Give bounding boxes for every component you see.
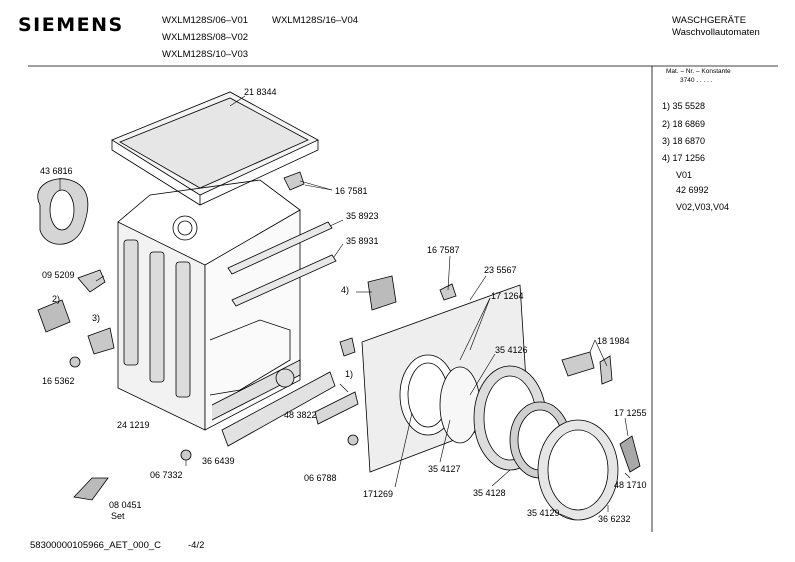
part-label: 24 1219 [117, 420, 150, 430]
model-number: WXLM128S/08–V02 [162, 32, 249, 43]
handle-part [619, 435, 641, 473]
fascia-part [221, 371, 359, 447]
leader-lines [59, 95, 631, 521]
model-number: WXLM128S/06–V01 [162, 15, 249, 26]
part-label: 18 1984 [597, 336, 630, 346]
part-label: 09 5209 [42, 270, 75, 280]
category-subtitle: Waschvollautomaten [672, 27, 760, 38]
legend-entry: 1) 35 5528 [662, 101, 706, 111]
document-id: 58300000105966_AET_000_C [30, 540, 162, 551]
callout-marker: 3) [92, 313, 101, 323]
diagram-frame [28, 65, 778, 532]
legend-header: 3740 . . . . . [680, 77, 713, 84]
part-label: 35 4127 [428, 464, 461, 474]
clip-part [37, 171, 613, 501]
part-label: Set [111, 511, 125, 521]
part-label: 35 4128 [473, 488, 506, 498]
part-label: 35 8931 [346, 236, 379, 246]
model-number: WXLM128S/10–V03 [162, 49, 249, 60]
part-label: 23 5567 [484, 265, 517, 275]
part-label: 35 4129 [527, 508, 560, 518]
callout-marker: 4) [341, 285, 350, 295]
cross-bar-part [227, 221, 337, 307]
part-label: 36 6439 [202, 456, 235, 466]
callout-marker: 1) [345, 369, 354, 379]
legend-header: Mat. – Nr. – Konstante [666, 68, 731, 75]
door-ring-part [439, 365, 619, 521]
lid-part [111, 91, 319, 206]
part-label: 16 7587 [427, 245, 460, 255]
callout-marker: 2) [52, 294, 61, 304]
model-number: WXLM128S/16–V04 [272, 15, 359, 26]
part-label: 48 1710 [614, 480, 647, 490]
part-label: 16 7581 [335, 186, 368, 196]
part-label: 17 1255 [614, 408, 647, 418]
part-label: 35 8923 [346, 211, 379, 221]
legend-entry: 42 6992 [676, 185, 709, 195]
part-label: 171269 [363, 489, 394, 499]
part-label: 16 5362 [42, 376, 75, 386]
part-label: 08 0451 [109, 500, 142, 510]
legend-entry: 3) 18 6870 [662, 136, 706, 146]
door-seal-part [37, 178, 89, 245]
part-label: 36 6232 [598, 514, 631, 524]
cabinet-part [117, 179, 301, 431]
part-label: 48 3822 [284, 410, 317, 420]
legend-entry: 2) 18 6869 [662, 119, 706, 129]
category-title: WASCHGERÄTE [672, 15, 747, 26]
page-number: -4/2 [188, 540, 205, 551]
legend-entry: 4) 17 1256 [662, 153, 706, 163]
legend-entry: V02,V03,V04 [676, 202, 730, 212]
part-label: 06 6788 [304, 473, 337, 483]
part-label: 43 6816 [40, 166, 73, 176]
part-label: 06 7332 [150, 470, 183, 480]
part-label: 17 1264 [491, 291, 524, 301]
part-label: 35 4126 [495, 345, 528, 355]
legend-entry: V01 [676, 170, 693, 180]
part-label: 21 8344 [244, 87, 277, 97]
brand-logo: SIEMENS [18, 14, 124, 36]
